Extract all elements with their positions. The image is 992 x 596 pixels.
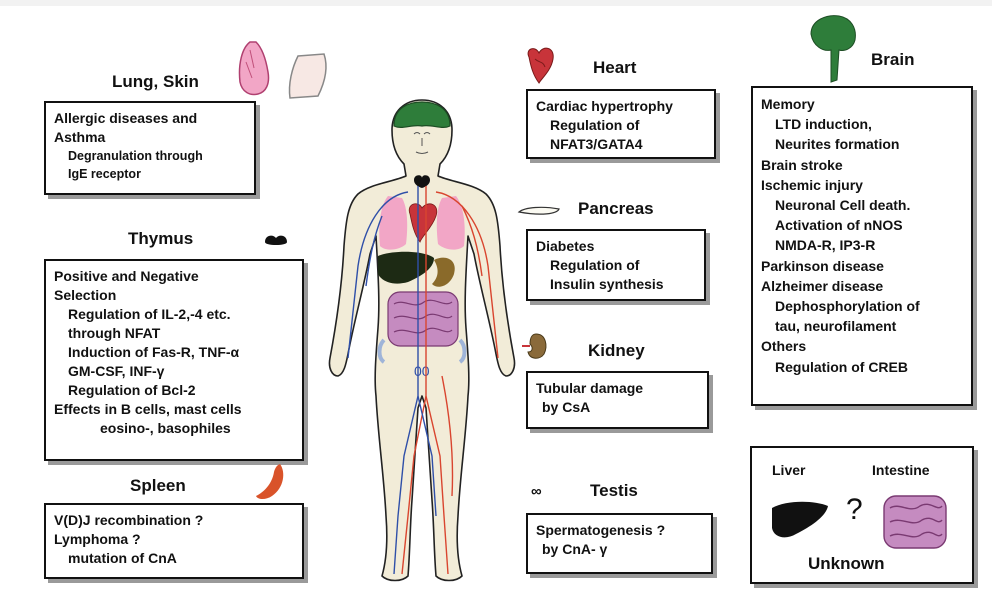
spleen-icon: [254, 462, 288, 502]
pancreas-line: Insulin synthesis: [536, 275, 696, 294]
testis-heading: Testis: [590, 481, 638, 501]
liver-icon: [768, 498, 830, 542]
brain-line: tau, neurofilament: [761, 316, 963, 336]
brain-line: Others: [761, 336, 963, 356]
heart-line: Regulation of: [536, 116, 706, 135]
spleen-line: V(D)J recombination ?: [54, 511, 294, 530]
brain-heading: Brain: [871, 50, 914, 70]
kidney-line: Tubular damage: [536, 379, 699, 398]
thymus-line: Regulation of Bcl-2: [54, 381, 294, 400]
thymus-line: eosino-, basophiles: [54, 419, 294, 438]
body-intestines: [388, 292, 458, 346]
brain-line: Neurites formation: [761, 134, 963, 154]
thymus-line: Regulation of IL-2,-4 etc.: [54, 305, 294, 324]
lung-skin-line: Asthma: [54, 128, 246, 147]
thymus-line: Induction of Fas-R, TNF-α: [54, 343, 294, 362]
human-body-figure: 00: [322, 96, 522, 588]
brain-line: NMDA-R, IP3-R: [761, 235, 963, 255]
kidney-icon: [522, 332, 550, 362]
heart-line: Cardiac hypertrophy: [536, 97, 706, 116]
lung-skin-line: Degranulation through: [54, 147, 246, 165]
testis-line: by CnA- γ: [536, 540, 703, 559]
testis-box: Spermatogenesis ? by CnA- γ: [526, 513, 713, 574]
pancreas-line: Diabetes: [536, 237, 696, 256]
lung-icon: [236, 38, 278, 100]
spleen-heading: Spleen: [130, 476, 186, 496]
thymus-line: Selection: [54, 286, 294, 305]
heart-line: NFAT3/GATA4: [536, 135, 706, 154]
thymus-box: Positive and Negative Selection Regulati…: [44, 259, 304, 461]
brain-box: Memory LTD induction, Neurites formation…: [751, 86, 973, 406]
brain-line: Activation of nNOS: [761, 215, 963, 235]
intestine-icon: [880, 492, 950, 552]
thymus-heading: Thymus: [128, 229, 193, 249]
spleen-box: V(D)J recombination ? Lymphoma ? mutatio…: [44, 503, 304, 579]
pancreas-icon: [517, 204, 561, 218]
kidney-box: Tubular damage by CsA: [526, 371, 709, 429]
liver-label: Liver: [772, 461, 805, 480]
brain-line: Parkinson disease: [761, 256, 963, 276]
thymus-line: GM-CSF, INF-γ: [54, 362, 294, 381]
brain-line: Neuronal Cell death.: [761, 195, 963, 215]
brain-line: LTD induction,: [761, 114, 963, 134]
lung-skin-box: Allergic diseases and Asthma Degranulati…: [44, 101, 256, 195]
thymus-icon: [262, 232, 290, 248]
question-mark: ?: [846, 500, 863, 519]
svg-text:00: 00: [414, 363, 430, 379]
kidney-line: by CsA: [536, 398, 699, 417]
lung-skin-line: Allergic diseases and: [54, 109, 246, 128]
heart-icon: [523, 45, 557, 85]
brain-line: Regulation of CREB: [761, 357, 963, 377]
kidney-heading: Kidney: [588, 341, 645, 361]
thymus-line: Positive and Negative: [54, 267, 294, 286]
lung-skin-line: IgE receptor: [54, 165, 246, 183]
unknown-caption: Unknown: [808, 554, 885, 573]
skin-icon: [284, 52, 332, 102]
brain-line: Alzheimer disease: [761, 276, 963, 296]
brain-icon: [805, 14, 859, 86]
pancreas-line: Regulation of: [536, 256, 696, 275]
brain-line: Brain stroke: [761, 155, 963, 175]
spleen-line: Lymphoma ?: [54, 530, 294, 549]
top-border: [0, 0, 992, 6]
brain-line: Memory: [761, 94, 963, 114]
unknown-box: Liver Intestine ? Unknown: [750, 446, 974, 584]
pancreas-heading: Pancreas: [578, 199, 654, 219]
testis-line: Spermatogenesis ?: [536, 521, 703, 540]
lung-skin-heading: Lung, Skin: [112, 72, 199, 92]
brain-line: Dephosphorylation of: [761, 296, 963, 316]
intestine-label: Intestine: [872, 461, 930, 480]
heart-heading: Heart: [593, 58, 636, 78]
pancreas-box: Diabetes Regulation of Insulin synthesis: [526, 229, 706, 301]
testis-icon: ∞: [531, 483, 542, 500]
thymus-line: Effects in B cells, mast cells: [54, 400, 294, 419]
heart-box: Cardiac hypertrophy Regulation of NFAT3/…: [526, 89, 716, 159]
spleen-line: mutation of CnA: [54, 549, 294, 568]
brain-line: Ischemic injury: [761, 175, 963, 195]
thymus-line: through NFAT: [54, 324, 294, 343]
